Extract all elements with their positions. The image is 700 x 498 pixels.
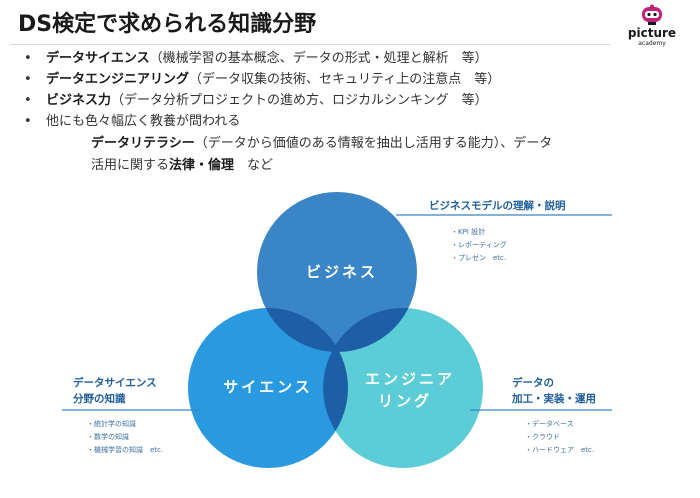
bullet-item: データサイエンス（機械学習の基本概念、データの形式・処理と解析 等） [22, 48, 682, 69]
callout-title: 加工・実装・運用 [511, 392, 596, 405]
callout-item: ・KPI 設計 [451, 227, 485, 236]
title-divider [10, 44, 610, 45]
sub-bullet-term: データリテラシー [91, 136, 195, 151]
sub-bullet-line: データリテラシー（データから価値のある情報を抽出し活用する能力）、データ [91, 133, 681, 155]
callout-title: ビジネスモデルの理解・説明 [429, 199, 566, 212]
venn-label-science: サイエンス [223, 378, 313, 396]
bullet-term: データサイエンス [46, 51, 150, 66]
sub-bullet-text: （データから価値のある情報を抽出し活用する能力）、データ [194, 136, 553, 151]
sub-bullet: データリテラシー（データから価値のある情報を抽出し活用する能力）、データ 活用に… [91, 133, 681, 177]
callout-item: ・ハードウェア etc. [525, 446, 594, 454]
callout-item: ・機械学習の知識 etc. [87, 445, 163, 454]
bullet-detail: （データ分析プロジェクトの進め方、ロジカルシンキング 等） [111, 93, 488, 108]
bullet-term: ビジネス力 [46, 93, 112, 108]
sub-bullet-text: 活用に関する [91, 158, 170, 173]
venn-label-engineering: リング [378, 392, 432, 410]
bullet-term: データエンジニアリング [46, 72, 190, 87]
venn-circle-science [188, 308, 348, 468]
sub-bullet-line: 活用に関する法律・倫理 など [91, 155, 681, 177]
venn-circle-business [257, 192, 417, 352]
bullet-detail: （機械学習の基本概念、データの形式・処理と解析 等） [149, 51, 488, 66]
callout-item: ・レポーティング [451, 240, 507, 249]
callout-item: ・プレゼン etc. [451, 253, 506, 262]
callout-title: 分野の知識 [73, 392, 126, 405]
callout-item: ・統計学の知識 [87, 419, 136, 428]
bullet-list: データサイエンス（機械学習の基本概念、データの形式・処理と解析 等） データエン… [22, 48, 682, 132]
bullet-item: 他にも色々幅広く教養が問われる [22, 111, 682, 132]
page-title: DS検定で求められる知識分野 [18, 12, 317, 37]
bullet-item: データエンジニアリング（データ収集の技術、セキュリティ上の注意点 等） [22, 69, 682, 90]
venn-circle-engineering [323, 308, 483, 468]
venn-label-business: ビジネス [306, 263, 378, 281]
callout-title: データサイエンス [73, 376, 157, 389]
callout-item: ・データベース [525, 419, 574, 428]
bullet-detail: （データ収集の技術、セキュリティ上の注意点 等） [189, 72, 501, 87]
bullet-item: ビジネス力（データ分析プロジェクトの進め方、ロジカルシンキング 等） [22, 90, 682, 111]
bullet-detail: 他にも色々幅広く教養が問われる [46, 114, 241, 129]
callout-title: データの [512, 376, 554, 389]
venn-label-engineering: エンジニア [365, 370, 455, 388]
sub-bullet-term: 法律・倫理 [169, 158, 235, 173]
callout-item: ・数学の知識 [87, 432, 129, 441]
logo-subtitle: academy [638, 40, 666, 47]
robot-mascot-icon [642, 4, 662, 25]
logo: picture academy [617, 4, 687, 52]
logo-wordmark: picture [627, 26, 677, 40]
sub-bullet-text: など [234, 158, 274, 173]
callout-item: ・クラウド [525, 433, 560, 441]
